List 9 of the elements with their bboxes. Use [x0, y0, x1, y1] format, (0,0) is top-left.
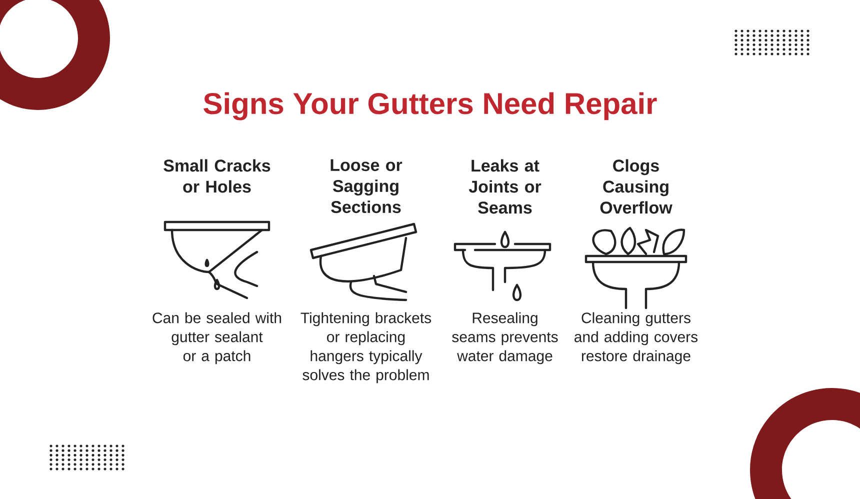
- description-text: Resealing seams prevents water damage: [452, 312, 558, 364]
- description-text: Cleaning gutters and adding covers restore drainage: [574, 312, 698, 364]
- column-heading: Clogs Causing Overflow: [600, 159, 672, 214]
- column-heading: Loose or Sagging Sections: [330, 159, 402, 214]
- description-text: Can be sealed with gutter sealant or a patch: [152, 312, 282, 364]
- column-heading: Leaks at Joints or Seams: [468, 159, 542, 214]
- title: Signs Your Gutters Need Repair: [204, 92, 657, 120]
- column-heading: Small Cracks or Holes: [164, 159, 270, 193]
- description-text: Tightening brackets or replacing hangers typically solves the problem: [300, 312, 432, 384]
